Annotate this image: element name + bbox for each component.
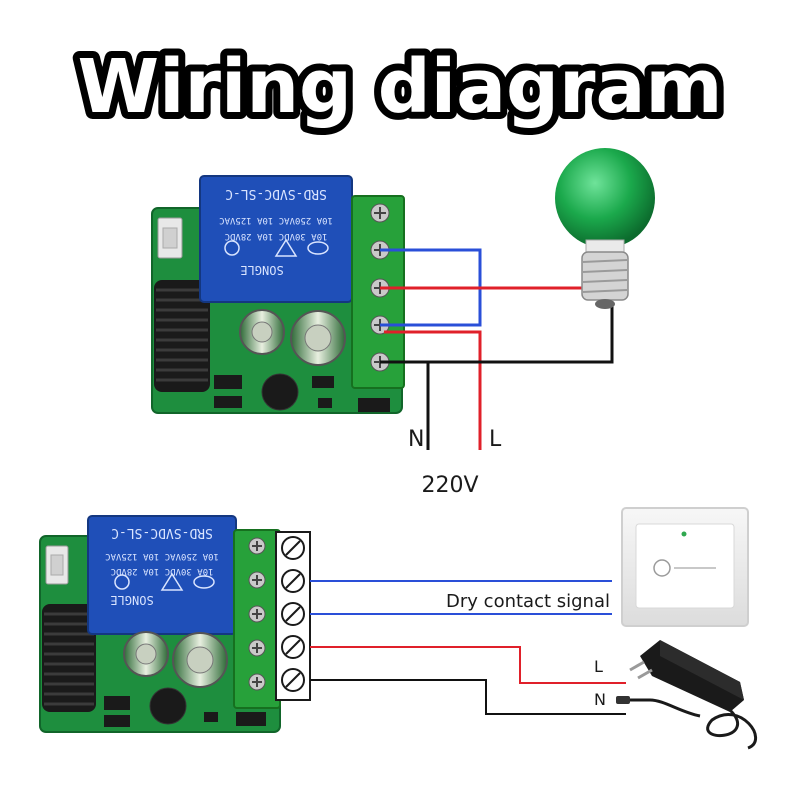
bottom-wire-black-neutral: [310, 679, 626, 715]
switch-indicator-dot: [681, 531, 687, 537]
top-neutral-label: N: [408, 427, 424, 452]
bottom-neutral-label: N: [594, 690, 606, 709]
bottom-relay: SRD-SVDC-SL-C 10A 250VAC 10A 125VAC 10A …: [87, 515, 237, 635]
top-capacitor-large: [290, 310, 346, 366]
adapter-cable: [706, 708, 757, 750]
adapter-plug-tip: [616, 696, 630, 704]
wall-switch: [621, 507, 749, 627]
voltage-label: 220V: [421, 473, 478, 498]
top-live-label: L: [489, 427, 502, 452]
top-relay: SRD-SVDC-SL-C 10A 250VAC 10A 125VAC 10A …: [199, 175, 353, 303]
bottom-relay-board: SRD-SVDC-SL-C 10A 250VAC 10A 125VAC 10A …: [39, 515, 281, 733]
bottom-capacitor-large: [172, 632, 228, 688]
top-push-button: [157, 217, 183, 259]
bottom-capacitor-small: [123, 631, 169, 677]
bottom-relay-model: SRD-SVDC-SL-C: [111, 525, 213, 540]
bottom-push-button: [45, 545, 69, 585]
dry-contact-signal-label: Dry contact signal: [446, 591, 610, 612]
bottom-wire-red-live: [310, 646, 626, 684]
bottom-relay-rating-2: 10A 30VDC 10A 28VDC: [111, 566, 214, 576]
bottom-live-label: L: [594, 657, 603, 676]
top-wire-black-to-lamp: [380, 302, 614, 364]
bottom-wires: [310, 580, 626, 715]
top-relay-brand: SONGLE: [240, 263, 283, 277]
schematic-terminals: [275, 531, 311, 701]
page-title: Wiring diagram: [77, 44, 722, 130]
bottom-relay-brand: SONGLE: [110, 593, 153, 607]
top-cert-marks: [224, 238, 329, 257]
top-antenna-coil: [154, 280, 210, 392]
bottom-inductor: [149, 687, 187, 725]
bottom-terminal-block: [233, 529, 281, 709]
power-adapter: [616, 640, 757, 750]
green-bulb: [555, 148, 655, 309]
top-relay-board: SRD-SVDC-SL-C 10A 250VAC 10A 125VAC 10A …: [151, 175, 405, 414]
bottom-relay-rating-1: 10A 250VAC 10A 125VAC: [105, 551, 219, 561]
top-relay-rating-1: 10A 250VAC 10A 125VAC: [219, 215, 333, 225]
top-wires: [380, 248, 614, 450]
top-inductor: [261, 373, 299, 411]
switch-symbol-icon: [653, 559, 671, 577]
top-relay-model: SRD-SVDC-SL-C: [225, 186, 327, 201]
top-relay-rating-2: 10A 30VDC 10A 28VDC: [225, 231, 328, 241]
bulb-screw-base: [581, 251, 629, 309]
top-terminal-block: [351, 195, 405, 389]
bottom-antenna-coil: [42, 604, 96, 712]
bottom-cert-marks: [114, 572, 215, 591]
top-smd-components: [214, 375, 390, 412]
adapter-prongs: [629, 660, 653, 680]
top-wire-red-live: [384, 330, 482, 450]
bottom-smd-components: [104, 696, 266, 727]
switch-rocker: [635, 523, 735, 609]
top-capacitor-small: [239, 309, 285, 355]
bulb-glass: [555, 148, 655, 248]
